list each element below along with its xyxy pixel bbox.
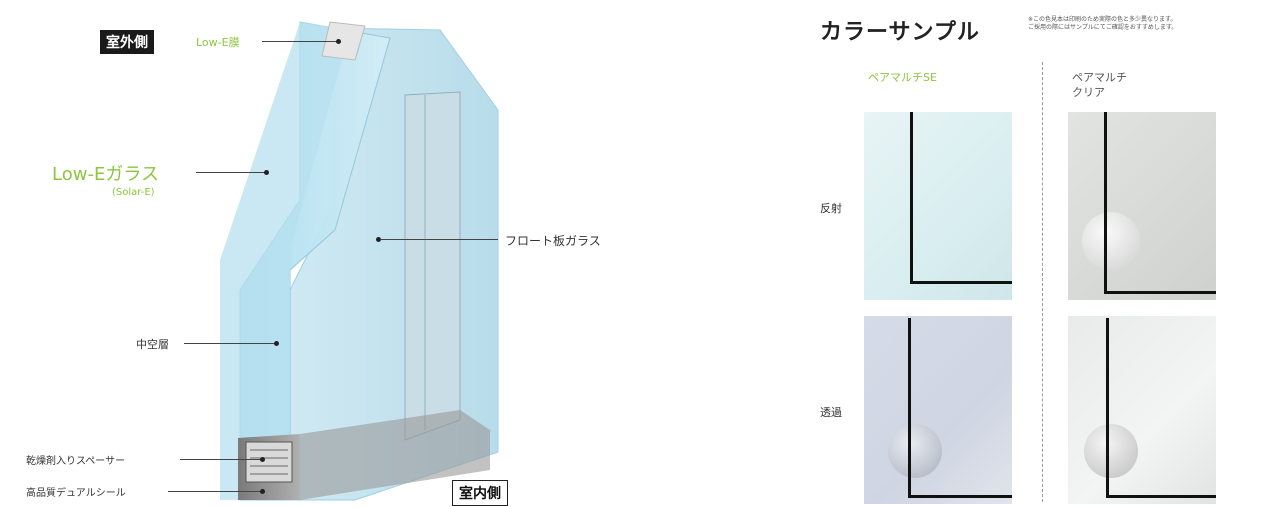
samples-note-line1: ※この色見本は印刷のため実際の色と多少異なります。 bbox=[1028, 16, 1177, 23]
frame-vertical bbox=[1104, 112, 1107, 294]
spacer-leader bbox=[180, 459, 262, 460]
sample-clear-reflection bbox=[1068, 112, 1216, 300]
samples-title: カラーサンプル bbox=[820, 20, 980, 45]
row-label-transmission: 透過 bbox=[820, 406, 842, 419]
indoor-side-label: 室内側 bbox=[452, 480, 508, 506]
frame-vertical bbox=[1106, 318, 1109, 498]
low-e-glass-leader bbox=[196, 172, 266, 173]
spacer-dot bbox=[260, 457, 265, 462]
spacer-label: 乾燥剤入りスペーサー bbox=[26, 456, 126, 467]
low-e-glass-dot bbox=[264, 170, 269, 175]
column-divider bbox=[1042, 62, 1043, 502]
color-samples-panel: カラーサンプル ※この色見本は印刷のため実際の色と多少異なります。 ご採用の際に… bbox=[810, 0, 1277, 507]
samples-note: ※この色見本は印刷のため実際の色と多少異なります。 ご採用の際にはサンプルにてご… bbox=[1028, 16, 1258, 32]
air-layer-leader bbox=[184, 343, 276, 344]
air-layer-label: 中空層 bbox=[136, 338, 169, 351]
sample-se-transmission bbox=[864, 316, 1012, 504]
frame-vertical bbox=[908, 318, 911, 498]
low-e-film bbox=[321, 21, 366, 61]
seal-dot bbox=[260, 489, 265, 494]
frame-horizontal bbox=[1106, 495, 1216, 498]
samples-note-line2: ご採用の際にはサンプルにてご確認をおすすめします。 bbox=[1028, 24, 1178, 31]
low-e-film-dot bbox=[336, 39, 341, 44]
frame-horizontal bbox=[910, 281, 1012, 284]
column-header-line2: クリア bbox=[1072, 86, 1105, 99]
outdoor-side-label: 室外側 bbox=[100, 30, 154, 54]
sphere bbox=[1082, 212, 1140, 270]
sphere bbox=[888, 424, 942, 478]
spacer-frame bbox=[404, 91, 461, 441]
seal-label: 高品質デュアルシール bbox=[26, 488, 126, 499]
row-label-reflection: 反射 bbox=[820, 202, 842, 215]
seal-leader bbox=[168, 491, 262, 492]
frame-horizontal bbox=[1104, 291, 1216, 294]
sample-clear-transmission bbox=[1068, 316, 1216, 504]
glass-illustration bbox=[220, 21, 499, 501]
frame-vertical bbox=[910, 112, 913, 284]
low-e-glass-label: Low-Eガラス bbox=[52, 164, 159, 185]
glass-cross-section-diagram: 室外側 Low-E膜 Low-Eガラス (Solar-E) フロート板ガラス 中… bbox=[26, 21, 601, 506]
column-header-line1: ペアマルチSE bbox=[868, 71, 937, 84]
column-header-pair-multi-clear: ペアマルチ クリア bbox=[1072, 70, 1127, 100]
low-e-film-leader bbox=[262, 41, 338, 42]
low-e-glass-sublabel: (Solar-E) bbox=[112, 187, 155, 198]
float-glass-label: フロート板ガラス bbox=[505, 234, 601, 248]
low-e-film-label: Low-E膜 bbox=[196, 36, 240, 49]
frame-horizontal bbox=[908, 495, 1012, 498]
column-header-pair-multi-se: ペアマルチSE bbox=[868, 70, 937, 85]
sample-se-reflection bbox=[864, 112, 1012, 300]
float-glass-leader bbox=[380, 239, 498, 240]
air-layer-dot bbox=[274, 341, 279, 346]
column-header-line1: ペアマルチ bbox=[1072, 71, 1127, 84]
sphere bbox=[1084, 424, 1138, 478]
float-glass-dot bbox=[376, 237, 381, 242]
